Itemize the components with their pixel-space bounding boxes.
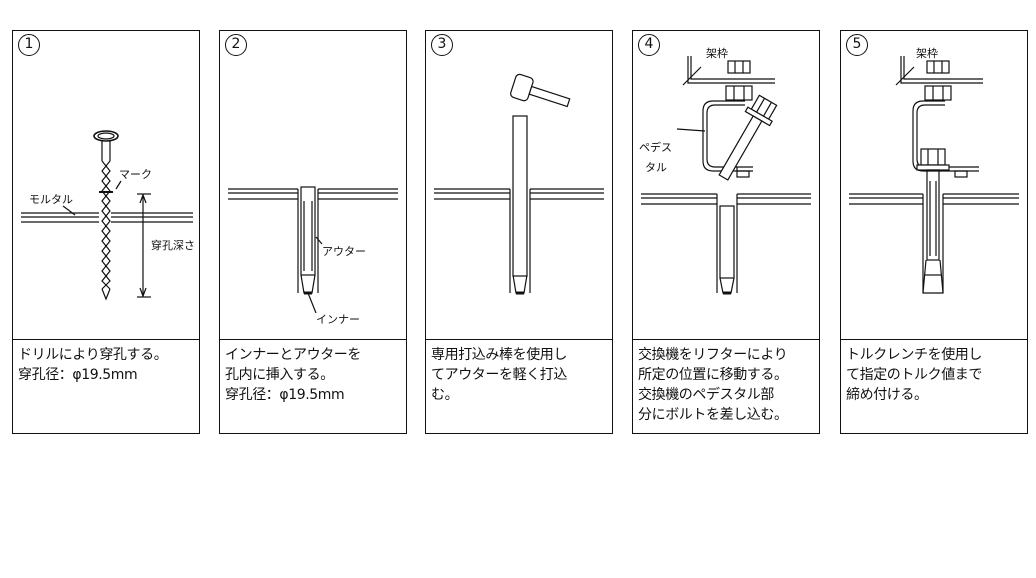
step-number-2: 2 — [225, 34, 247, 56]
label-frame: 架枠 — [706, 46, 728, 60]
step-caption-4: 交換機をリフターにより 所定の位置に移動する。 交換機のペデスタル部 分にボルト… — [633, 339, 819, 433]
step-caption-3: 専用打込み棒を使用し てアウターを軽く打込 む。 — [426, 339, 612, 433]
step-number-3: 3 — [431, 34, 453, 56]
step-panel-4: 4 — [632, 30, 820, 434]
drilling-illustration: モルタル マーク 穿孔深さ — [21, 130, 195, 301]
step-number-5: 5 — [846, 34, 868, 56]
step-caption-2: インナーとアウターを 孔内に挿入する。 穿孔径：φ19.5mm — [220, 339, 406, 433]
label-frame: 架枠 — [916, 46, 938, 60]
step-panel-3: 3 専用打込み棒を使用し てアウターを軽く打込 む。 — [425, 30, 613, 434]
label-mortar: モルタル — [29, 193, 73, 206]
step-number-4: 4 — [638, 34, 660, 56]
step-panel-1: 1 — [12, 30, 200, 434]
step-number-1: 1 — [18, 34, 40, 56]
step-panel-5: 5 — [840, 30, 1028, 434]
label-pedestal-line2: タル — [645, 161, 667, 174]
label-outer: アウター — [322, 245, 366, 258]
step-caption-5: トルクレンチを使用し て指定のトルク値まで 締め付ける。 — [841, 339, 1027, 433]
step-caption-1: ドリルにより穿孔する。 穿孔径：φ19.5mm — [13, 339, 199, 433]
label-pedestal-line1: ペデス — [639, 140, 672, 154]
bolt-insertion-illustration: 架枠 ペデス タル — [639, 46, 811, 295]
label-mark: マーク — [119, 168, 152, 181]
insertion-illustration: アウター インナー — [228, 186, 398, 326]
driving-illustration — [434, 73, 604, 295]
label-drill-depth: 穿孔深さ — [151, 238, 195, 252]
label-inner: インナー — [316, 313, 360, 326]
tightening-illustration: 架枠 — [849, 46, 1019, 294]
step-panel-2: 2 アウター インナー インナーとアウターを 孔内に挿入する。 — [219, 30, 407, 434]
